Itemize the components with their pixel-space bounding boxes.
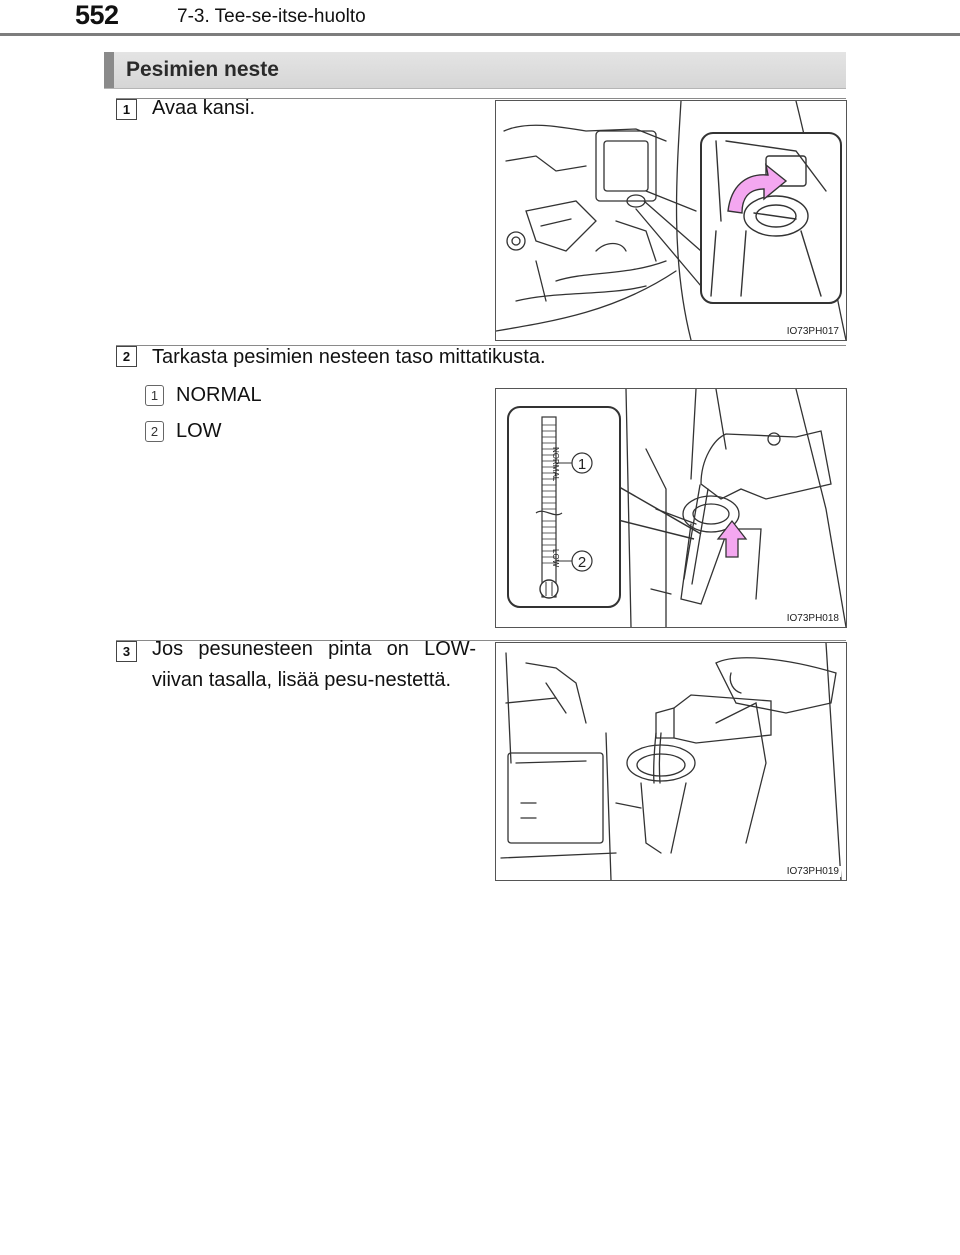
section-heading-stripe: [104, 52, 114, 88]
figure-code: IO73PH017: [784, 326, 841, 337]
dipstick-callout-1: 1: [578, 456, 586, 473]
chapter-title: 7-3. Tee-se-itse-huolto: [177, 6, 366, 27]
figure-open-cap: IO73PH017: [495, 100, 847, 341]
engine-bay-cap-illustration: [496, 101, 846, 340]
section-heading-bar: Pesimien neste: [104, 52, 846, 89]
step-2-text: Tarkasta pesimien nesteen taso mittatiku…: [152, 346, 546, 368]
step-3-rule: [116, 640, 846, 641]
dipstick-low-text: LOW: [551, 549, 560, 568]
step-2-rule: [116, 345, 846, 346]
dipstick-callout-2: 2: [578, 554, 586, 571]
callout-2-number: 2: [145, 421, 164, 442]
figure-code: IO73PH019: [784, 866, 841, 877]
callout-1-label: NORMAL: [176, 384, 262, 406]
lift-arrow-icon: [727, 163, 788, 214]
step-1-badge: 1: [116, 99, 137, 120]
page-number: 552: [75, 0, 119, 30]
step-2-badge: 2: [116, 346, 137, 367]
dipstick-normal-text: NORMAL: [551, 447, 560, 482]
dipstick-illustration: NORMAL LOW 1 2: [507, 389, 846, 627]
step-1-text: Avaa kansi.: [152, 97, 256, 119]
callout-1-number: 1: [145, 385, 164, 406]
step-3-text: Jos pesunesteen pinta on LOW-viivan tasa…: [152, 638, 476, 691]
step-1-rule: [116, 98, 846, 99]
figure-check-level: NORMAL LOW 1 2 IO73PH018: [495, 388, 847, 628]
step-3-badge: 3: [116, 641, 137, 662]
callout-2-label: LOW: [176, 420, 222, 442]
pull-arrow-icon: [716, 519, 748, 558]
refill-illustration: [500, 643, 842, 880]
header-rule: [0, 33, 960, 36]
figure-add-fluid: IO73PH019: [495, 642, 847, 881]
section-title: Pesimien neste: [126, 58, 279, 81]
figure-code: IO73PH018: [784, 613, 841, 624]
